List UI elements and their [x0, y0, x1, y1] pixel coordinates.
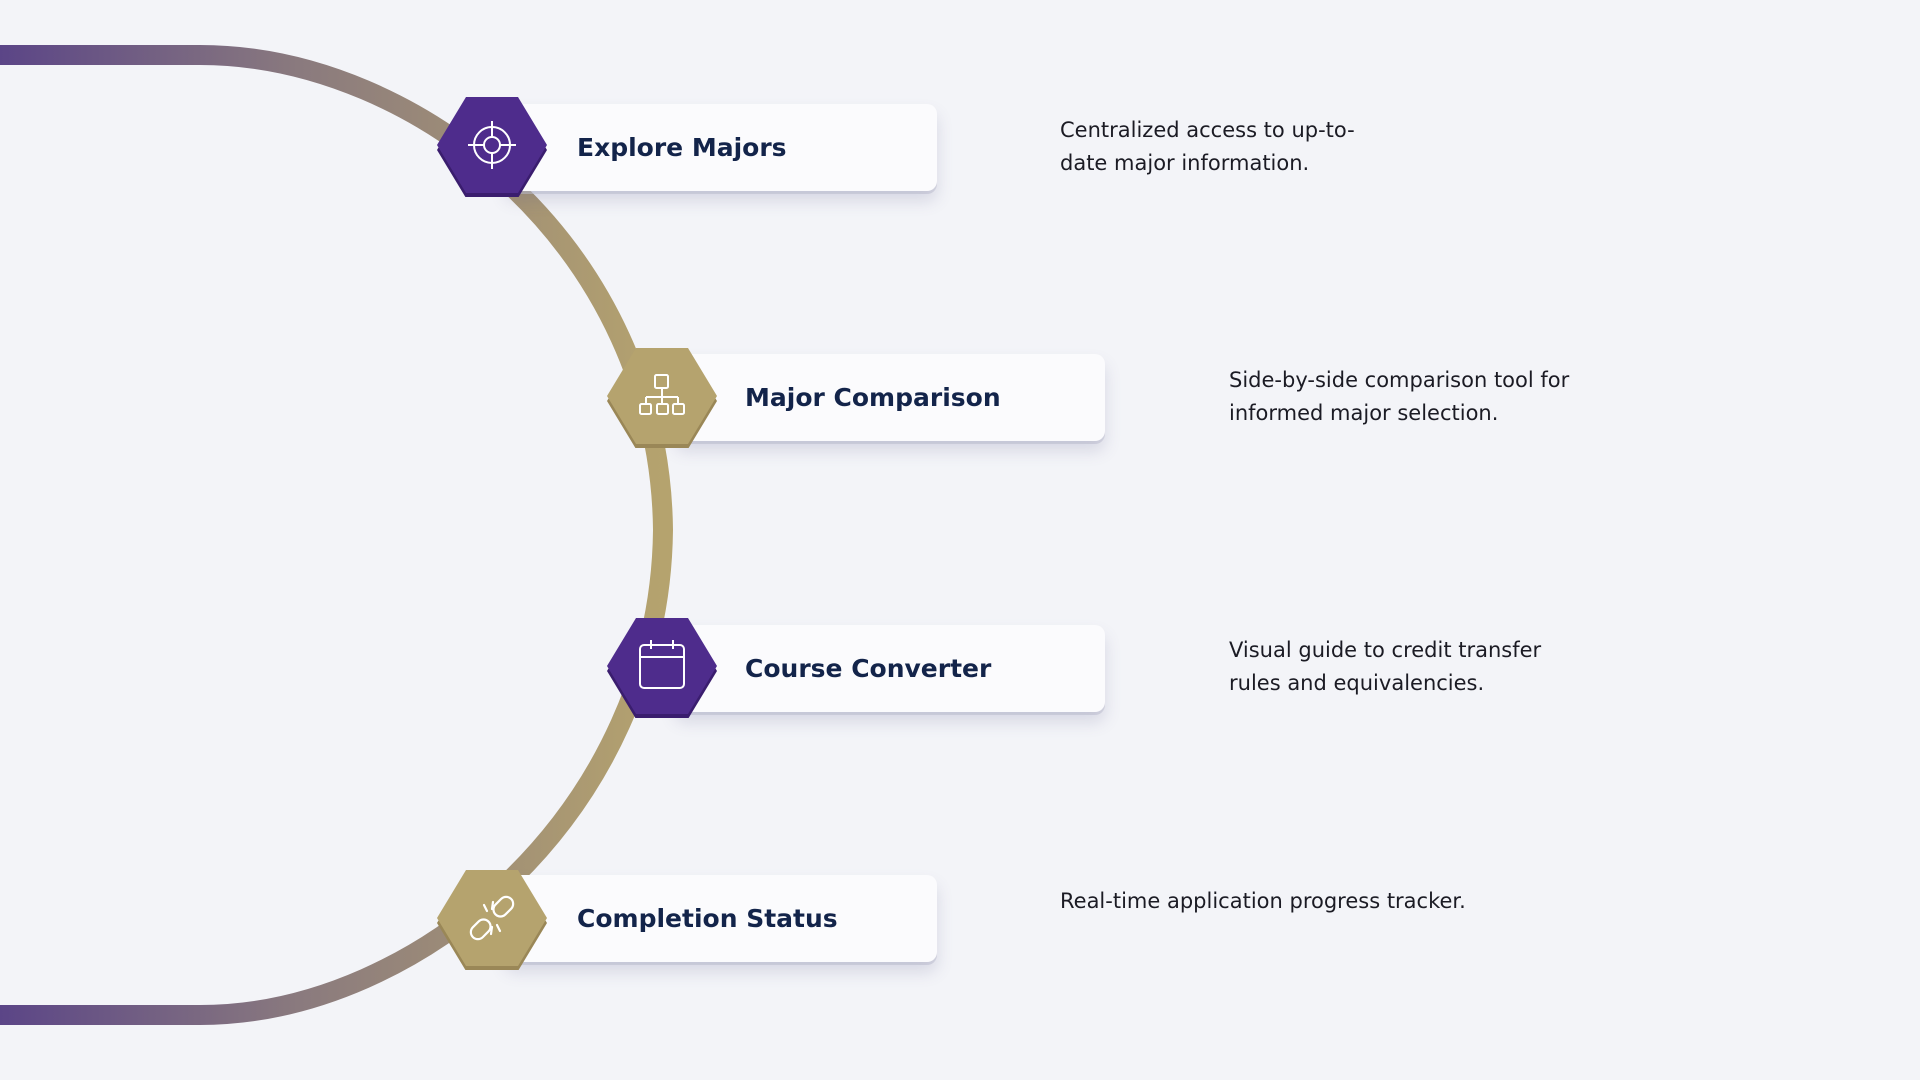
broken-link-icon	[437, 870, 547, 970]
calendar-icon	[607, 618, 717, 718]
step-title: Major Comparison	[745, 383, 1001, 412]
hierarchy-icon	[607, 348, 717, 448]
step-description: Real-time application progress tracker.	[1060, 889, 1466, 913]
step-title: Completion Status	[577, 904, 838, 933]
step-title: Course Converter	[745, 654, 992, 683]
step-card[interactable]: Major Comparison	[675, 354, 1105, 441]
step-title: Explore Majors	[577, 133, 787, 162]
step-card[interactable]: Course Converter	[675, 625, 1105, 712]
crosshair-icon	[437, 97, 547, 197]
step-description: Side-by-side comparison tool for informe…	[1229, 368, 1570, 425]
step-card[interactable]: Completion Status	[505, 875, 937, 962]
step-card[interactable]: Explore Majors	[505, 104, 937, 191]
step-description: Visual guide to credit transfer rules an…	[1229, 638, 1542, 695]
step-description: Centralized access to up-to-date major i…	[1060, 118, 1355, 175]
